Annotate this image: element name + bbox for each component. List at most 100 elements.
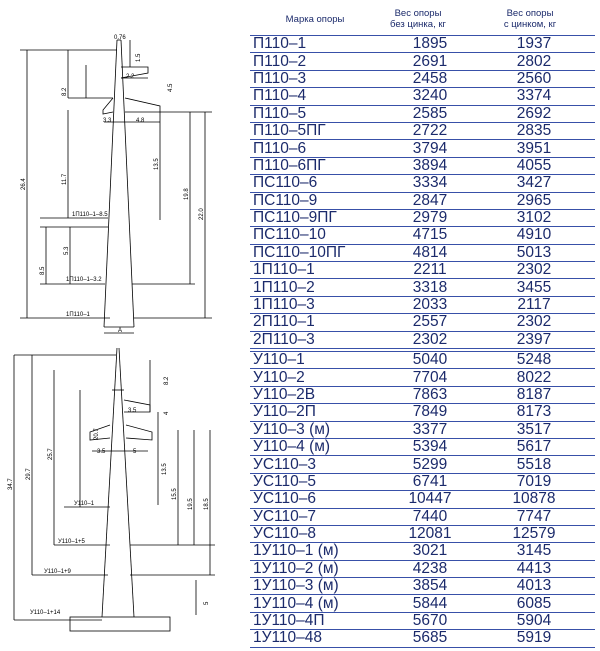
- cell-weight-zinc: 2117: [517, 296, 551, 314]
- cell-weight-no-zinc: 2691: [412, 52, 448, 70]
- cell-weight-no-zinc: 12081: [408, 525, 452, 543]
- cell-weight-zinc: 2302: [516, 261, 552, 279]
- dim2-3-5b: 3.5: [97, 449, 106, 455]
- cell-weight-zinc: 3427: [516, 174, 552, 192]
- cell-mark: П110–2: [253, 52, 307, 70]
- dim2-13-5: 13.5: [162, 463, 168, 475]
- cell-weight-no-zinc: 2458: [412, 69, 448, 87]
- cell-weight-no-zinc: 4715: [412, 226, 448, 244]
- header-weight-zinc: Вес опоры с цинком, кг: [475, 8, 585, 30]
- cell-mark: 1П110–2: [253, 278, 315, 296]
- cell-weight-no-zinc: 7704: [412, 368, 448, 386]
- cell-weight-no-zinc: 7863: [412, 385, 448, 403]
- cell-mark: П110–4: [253, 87, 307, 105]
- cell-weight-zinc: 12579: [512, 525, 556, 543]
- table-row: У110–2 7704 8022: [250, 368, 595, 387]
- header-weight-zinc-line2: с цинком, кг: [503, 19, 557, 30]
- dim-top: 0.76: [114, 35, 126, 41]
- cell-weight-zinc: 4013: [516, 577, 552, 595]
- cell-weight-no-zinc: 2585: [412, 104, 448, 122]
- cell-mark: УС110–5: [253, 472, 316, 490]
- header-weight-zinc-line1: Вес опоры: [506, 8, 554, 19]
- label-u110-1-14: У110–1+14: [30, 610, 61, 616]
- table-row: 1У110–4П 5670 5904: [250, 612, 595, 631]
- dim-8-2: 8.2: [62, 87, 68, 96]
- dim2-15-5: 15.5: [172, 488, 178, 500]
- cell-weight-zinc: 4910: [516, 226, 552, 244]
- dim2-5: 5: [133, 449, 137, 455]
- cell-weight-no-zinc: 1895: [412, 35, 448, 53]
- dim2-19-5: 19.5: [188, 498, 194, 510]
- header-mark: Марка опоры: [285, 14, 345, 25]
- cell-mark: 1П110–3: [253, 296, 315, 314]
- cell-mark: ПС110–6: [253, 174, 318, 192]
- cell-weight-no-zinc: 3854: [412, 577, 448, 595]
- cell-mark: У110–2П: [253, 403, 316, 421]
- cell-weight-no-zinc: 2979: [412, 209, 448, 227]
- cell-mark: 1У110–48: [253, 629, 323, 647]
- cell-weight-zinc: 4055: [516, 156, 552, 174]
- cell-weight-no-zinc: 7849: [412, 403, 448, 421]
- dim2-18-5: 18.5: [204, 498, 210, 510]
- cell-mark: ПС110–9ПГ: [253, 209, 337, 227]
- cell-weight-no-zinc: 10447: [408, 490, 452, 508]
- cell-weight-zinc: 2835: [516, 122, 552, 140]
- cell-mark: 1У110–4П: [253, 612, 325, 630]
- cell-weight-zinc: 7747: [516, 507, 552, 525]
- cell-weight-no-zinc: 5670: [412, 612, 448, 630]
- cell-weight-no-zinc: 3021: [412, 542, 448, 560]
- label-u110-1: У110–1: [74, 501, 95, 507]
- cell-weight-no-zinc: 2847: [412, 191, 448, 209]
- label-1p110-1-8-5: 1П110–1–8.5: [72, 212, 108, 218]
- cell-weight-no-zinc: 2722: [412, 122, 448, 140]
- label-u110-1-9: У110–1+9: [44, 569, 72, 575]
- cell-mark: 1П110–1: [253, 261, 315, 279]
- cell-weight-zinc: 2302: [516, 313, 552, 331]
- label-1p110-1: 1П110–1: [66, 312, 91, 318]
- dim2-25-7: 25.7: [48, 448, 54, 460]
- cell-mark: П110–5: [253, 104, 307, 122]
- cell-mark: У110–2: [253, 368, 305, 386]
- cell-weight-no-zinc: 5394: [412, 438, 448, 456]
- cell-weight-zinc: 5013: [516, 243, 552, 261]
- cell-weight-no-zinc: 7440: [412, 507, 448, 525]
- label-base-a: А: [118, 328, 122, 334]
- cell-weight-zinc: 3517: [516, 420, 552, 438]
- cell-mark: 1У110–1 (м): [253, 542, 339, 560]
- cell-mark: У110–4 (м): [253, 438, 331, 456]
- tower-drawings: 0.76 8.2 1.5 2.2 4.5 3.3 4.8 11.7 13.5 1…: [8, 35, 215, 632]
- cell-weight-zinc: 8022: [516, 368, 552, 386]
- cell-mark: У110–2В: [253, 385, 316, 403]
- cell-weight-no-zinc: 4238: [412, 559, 448, 577]
- cell-weight-zinc: 5904: [516, 612, 552, 630]
- cell-mark: У110–1: [253, 351, 305, 369]
- cell-weight-no-zinc: 5299: [412, 455, 448, 473]
- cell-weight-no-zinc: 3377: [412, 420, 448, 438]
- cell-weight-zinc: 3951: [516, 139, 552, 157]
- cell-weight-no-zinc: 3894: [412, 156, 448, 174]
- label-u110-1-5: У110–1+5: [58, 539, 86, 545]
- dim-1-5: 1.5: [136, 53, 142, 62]
- dim2-5b: 5: [204, 601, 210, 605]
- dim-22-0: 22.0: [199, 208, 205, 220]
- cell-mark: 1У110–3 (м): [253, 577, 339, 595]
